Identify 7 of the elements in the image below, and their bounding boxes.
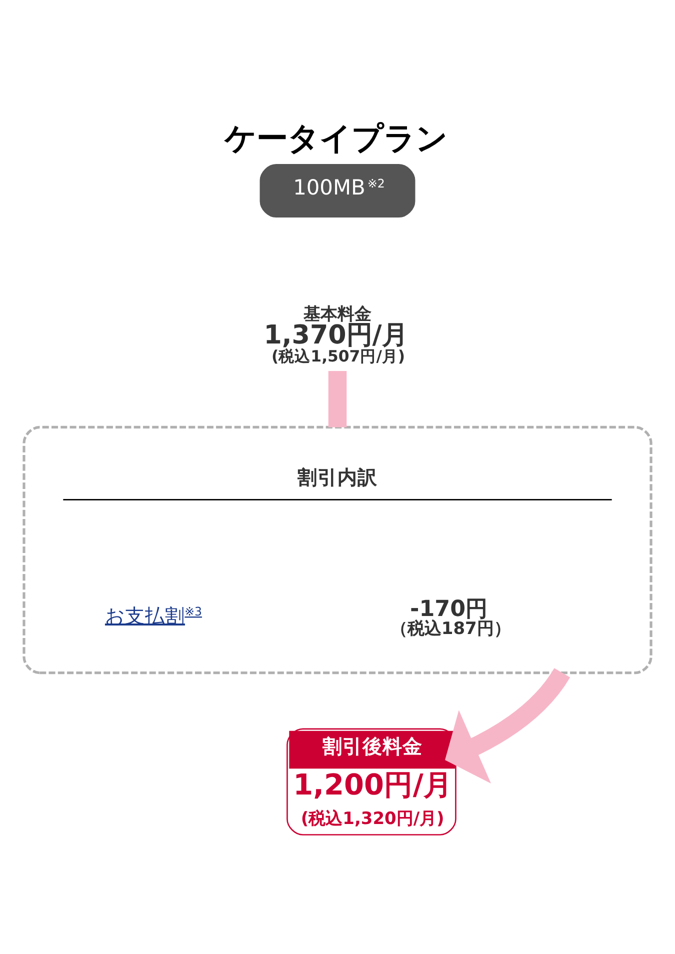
diagram-title: ケータイプラン — [224, 120, 448, 157]
node-box: 100MB$^{※2}$ — [260, 163, 416, 218]
node-text: お支払割$^{※3}$ — [104, 604, 202, 627]
connector — [328, 370, 347, 427]
node-text: -170円 （税込187円） — [390, 596, 511, 639]
node-text: 基本料金 1,370円/月 (税込1,507円/月) — [264, 304, 408, 365]
arrow — [444, 667, 570, 783]
